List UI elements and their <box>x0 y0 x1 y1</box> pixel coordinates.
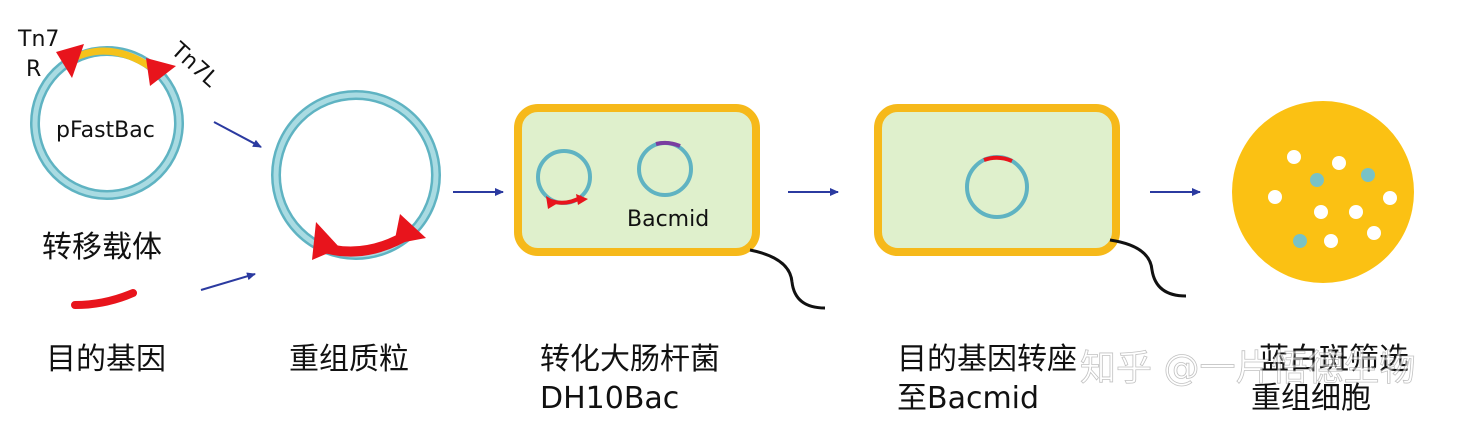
transform-caption-line2: DH10Bac <box>540 381 679 416</box>
insert-left-site-icon <box>312 222 340 260</box>
blue-colony <box>1310 173 1324 187</box>
target-gene-caption: 目的基因 <box>46 342 166 377</box>
blue-colony <box>1361 168 1375 182</box>
arrow-vector-to-plasmid <box>213 121 262 148</box>
transposed-cell <box>874 104 1187 298</box>
tn7r-site-icon <box>56 44 84 78</box>
tn7l-site-icon <box>146 58 176 86</box>
donor-site-left-icon <box>546 196 558 209</box>
flagellum <box>1109 238 1187 298</box>
white-colony <box>1383 191 1397 205</box>
white-colony <box>1268 190 1282 204</box>
recombinant-plasmid-caption: 重组质粒 <box>289 342 409 377</box>
tn7r-label-line2: R <box>26 57 41 82</box>
transform-caption-line1: 转化大肠杆菌 <box>540 342 720 377</box>
screening-caption-line1: 蓝白斑筛选 <box>1259 342 1409 377</box>
tn7l-label: Tn7L <box>165 37 223 93</box>
donor-site-right-icon <box>576 194 588 205</box>
flagellum <box>749 248 826 310</box>
bacmid-label: Bacmid <box>627 207 709 232</box>
transfer-vector-plasmid <box>30 44 184 200</box>
petri-dish <box>1232 101 1414 283</box>
tn7r-label-line1: Tn7 <box>17 27 59 52</box>
bacmid-attsite-mark <box>655 140 681 148</box>
screening-caption-line2: 重组细胞 <box>1251 381 1371 416</box>
arrow-gene-to-plasmid <box>200 272 256 291</box>
blue-colony <box>1293 234 1307 248</box>
vector-name: pFastBac <box>56 118 155 143</box>
white-colony <box>1287 150 1301 164</box>
white-colony <box>1367 226 1381 240</box>
white-colony <box>1332 156 1346 170</box>
white-colony <box>1324 234 1338 248</box>
ecoli-cell-dh10bac <box>514 104 826 310</box>
recombinant-plasmid <box>271 90 441 260</box>
transfer-vector-caption: 转移载体 <box>42 230 162 265</box>
zhihu-watermark: 知乎 @一片悟德生物 <box>1080 348 1415 389</box>
target-gene-fragment <box>71 289 137 309</box>
transposed-gene-mark <box>983 155 1013 163</box>
white-colony <box>1314 205 1328 219</box>
insert-right-site-icon <box>394 214 426 244</box>
transposition-caption-line1: 目的基因转座 <box>897 342 1077 377</box>
white-colony <box>1349 205 1363 219</box>
transposition-caption-line2: 至Bacmid <box>897 381 1039 416</box>
